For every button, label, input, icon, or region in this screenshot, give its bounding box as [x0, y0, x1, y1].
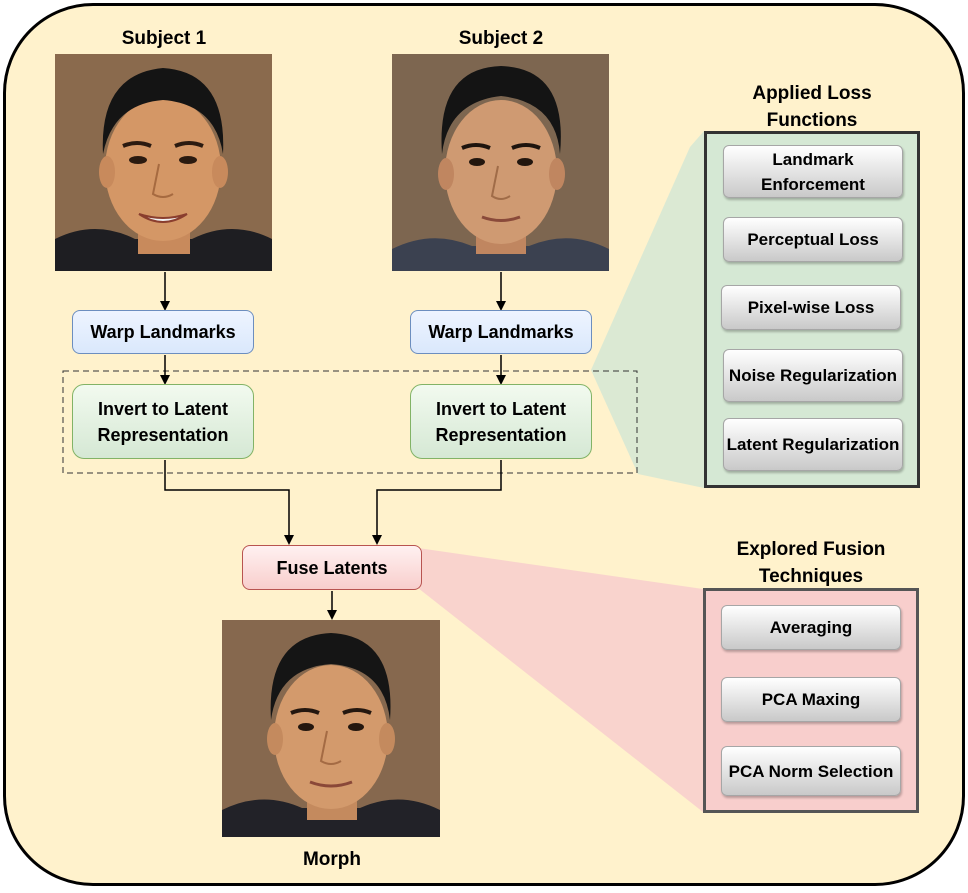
fusion-item-pca-norm-selection: PCA Norm Selection [721, 746, 901, 796]
fusion-item-averaging: Averaging [721, 605, 901, 650]
invert-latent-box-right: Invert to Latent Representation [410, 384, 592, 459]
loss-item-landmark-enforcement: Landmark Enforcement [723, 145, 903, 198]
warp-landmarks-box-left: Warp Landmarks [72, 310, 254, 354]
fusion-panel-title: Explored Fusion Techniques [736, 539, 886, 587]
loss-item-latent-regularization: Latent Regularization [723, 418, 903, 471]
loss-item-pixel-wise-loss: Pixel-wise Loss [721, 285, 901, 330]
fusion-item-pca-maxing: PCA Maxing [721, 677, 901, 722]
loss-item-noise-regularization: Noise Regularization [723, 349, 903, 402]
loss-item-perceptual-loss: Perceptual Loss [723, 217, 903, 262]
invert-latent-box-left: Invert to Latent Representation [72, 384, 254, 459]
fuse-latents-box: Fuse Latents [242, 545, 422, 590]
warp-landmarks-box-right: Warp Landmarks [410, 310, 592, 354]
subject1-photo [55, 54, 272, 271]
loss-callout-wedge [591, 131, 704, 488]
morph-photo [222, 620, 440, 837]
arrow-invert-right-fuse [372, 460, 502, 545]
loss-panel-title: Applied Loss Functions [752, 83, 872, 131]
arrow-invert-left-fuse [164, 460, 294, 545]
subject1-label: Subject 1 [121, 28, 207, 49]
subject2-label: Subject 2 [458, 28, 544, 49]
morph-label: Morph [302, 849, 362, 870]
subject2-photo [392, 54, 609, 271]
invert-group-dashed [62, 370, 638, 474]
fusion-callout-wedge [418, 548, 703, 812]
